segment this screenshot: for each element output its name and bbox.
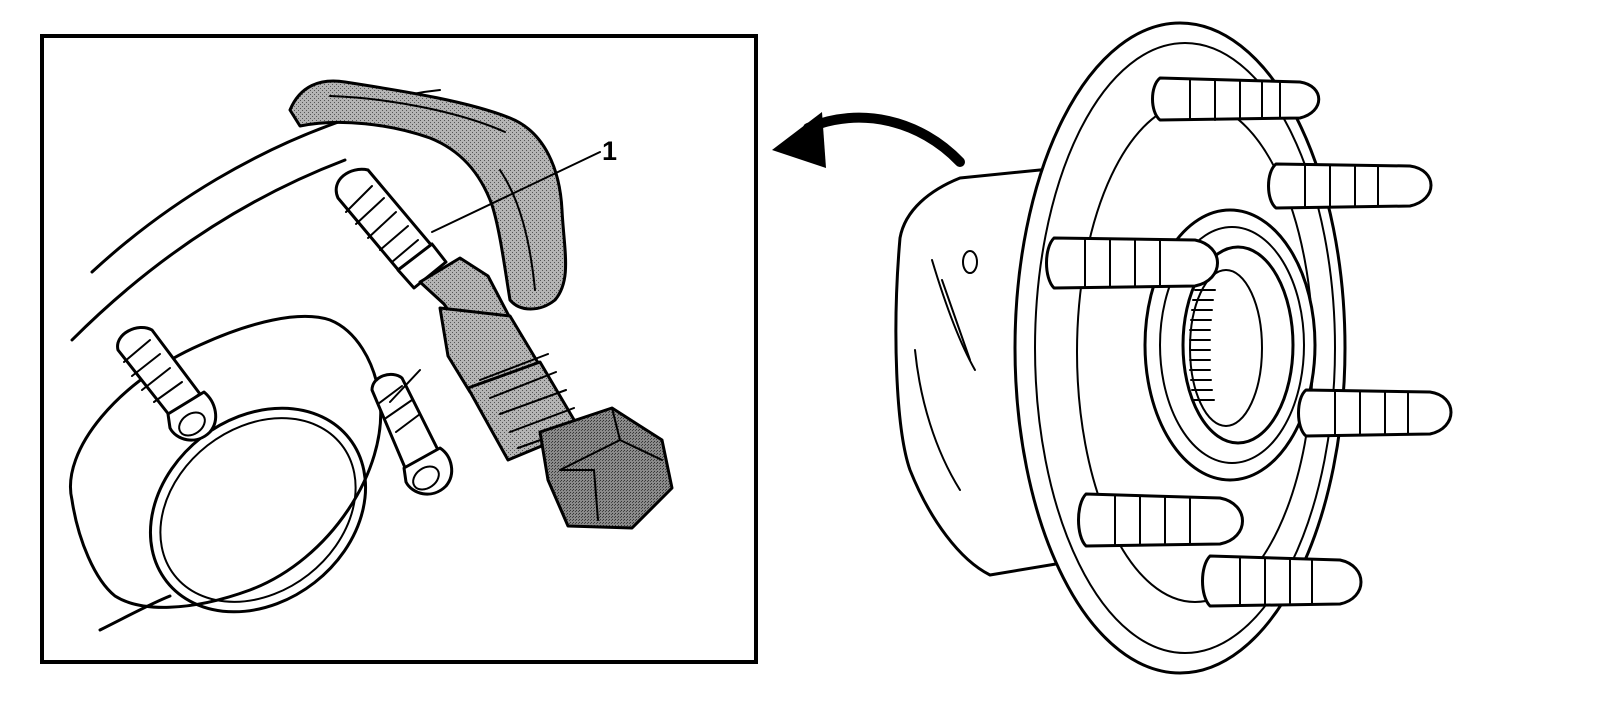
wheel-stud-lower xyxy=(370,373,454,496)
hub-splines xyxy=(1189,289,1216,401)
hub-stud-3 xyxy=(1045,236,1219,290)
wheel-stud-left xyxy=(116,326,218,442)
hub-stud-1 xyxy=(1151,76,1321,122)
puller-forcing-screw xyxy=(418,256,674,530)
detail-inset: 1 xyxy=(40,34,758,664)
hub-stud-4 xyxy=(1297,388,1453,438)
callout-1-leader xyxy=(431,151,601,233)
puller-yoke xyxy=(288,79,568,311)
callout-1-leader-tail xyxy=(389,369,421,403)
wheel-stud-upper xyxy=(334,167,448,290)
view-arrow xyxy=(772,112,965,168)
wheel-hub-assembly xyxy=(894,21,1453,675)
hub-stud-6 xyxy=(1201,554,1363,608)
callout-1-label: 1 xyxy=(602,136,617,166)
hub-stud-2 xyxy=(1267,162,1433,210)
hub-stud-5 xyxy=(1077,492,1244,548)
